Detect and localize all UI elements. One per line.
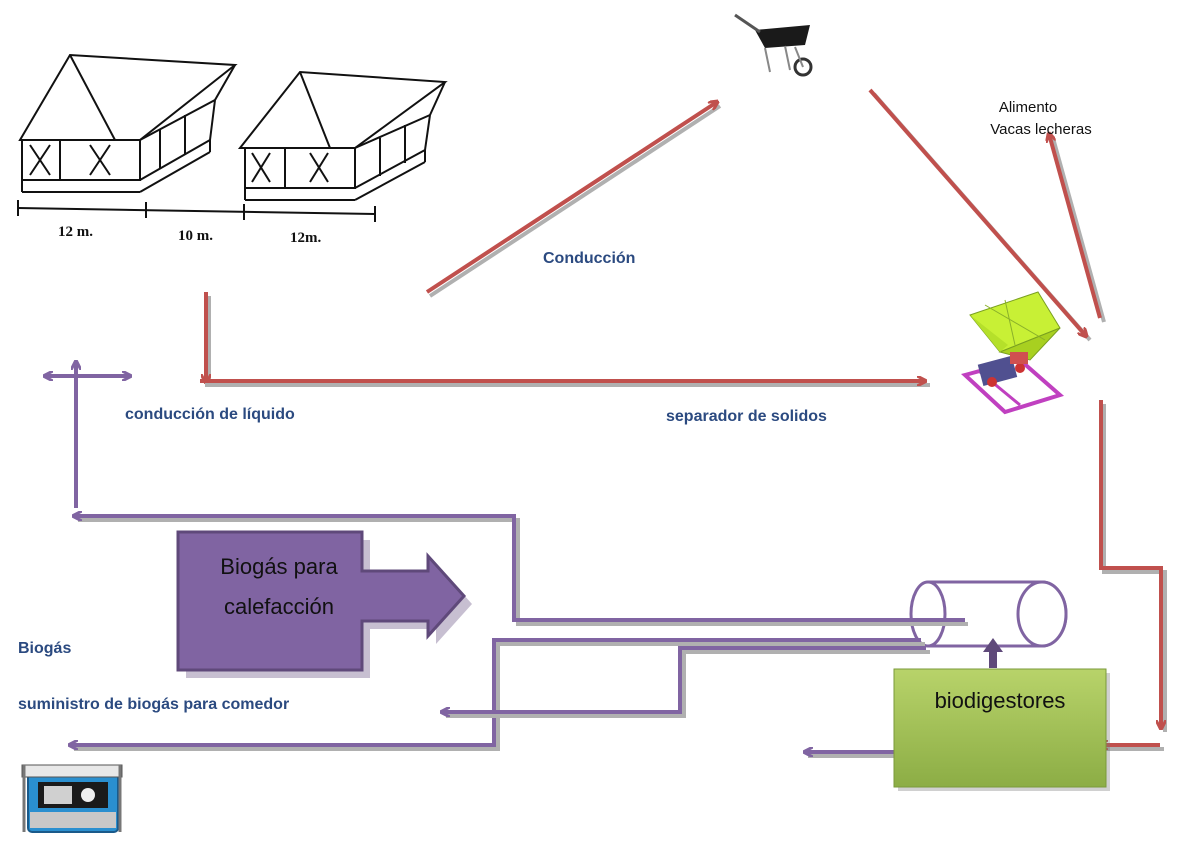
barn-icon xyxy=(18,53,238,193)
calefaccion-label-line1: Biogás para xyxy=(220,554,338,579)
conduccion-liquido-label: conducción de líquido xyxy=(125,406,295,423)
solid-separator-icon xyxy=(960,291,1065,415)
dimension-line xyxy=(17,200,376,222)
calefaccion-label-line2: calefacción xyxy=(224,594,334,619)
biogas-tank-icon xyxy=(909,580,1068,648)
dimension-label: 10 m. xyxy=(178,228,213,244)
conduccion-label: Conducción xyxy=(543,250,635,267)
wheelbarrow-icon xyxy=(734,13,813,77)
alimento-label-line2: Vacas lecheras xyxy=(990,121,1091,138)
red-flow-arrows xyxy=(200,88,1167,751)
dimension-label: 12 m. xyxy=(58,224,93,240)
generator-icon xyxy=(21,764,123,833)
biodigestores-box xyxy=(893,668,1107,788)
dimension-label: 12m. xyxy=(290,230,321,246)
barn-icon xyxy=(237,70,448,201)
alimento-label-line1: Alimento xyxy=(999,99,1057,116)
suministro-label: suministro de biogás para comedor xyxy=(18,696,289,713)
biogas-label: Biogás xyxy=(18,640,71,657)
purple-biogas-pipes xyxy=(45,362,1003,758)
biodigestores-label: biodigestores xyxy=(935,688,1066,713)
biogas-calefaccion-box xyxy=(176,530,472,678)
separador-label: separador de solidos xyxy=(666,408,827,425)
